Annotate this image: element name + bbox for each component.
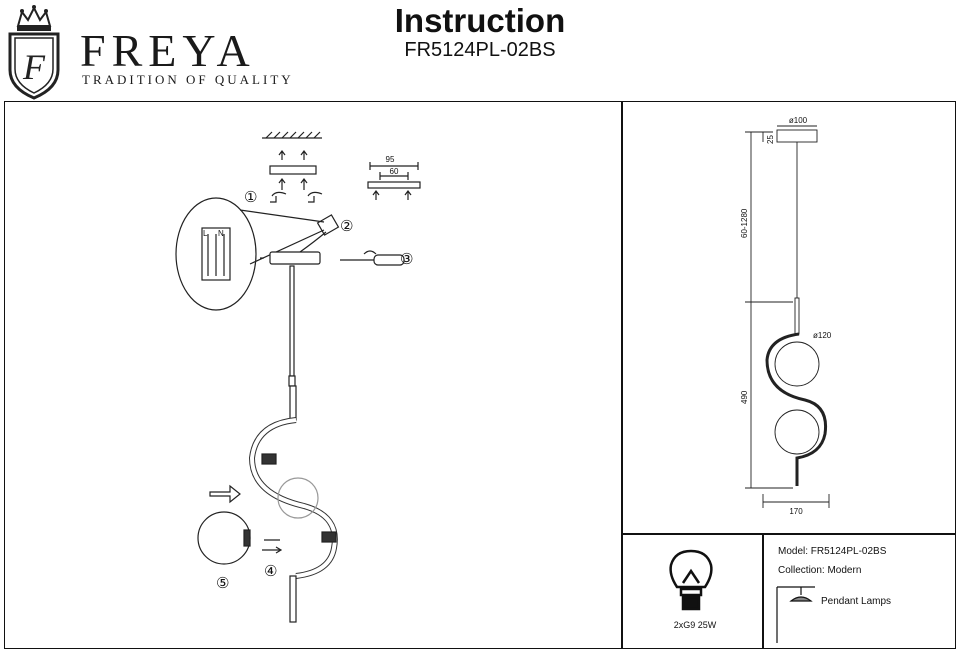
terminal-block-icon: [316, 214, 340, 236]
svg-text:F: F: [22, 47, 46, 87]
bracket-outer-width: 95: [386, 155, 395, 164]
step-5-marker: ⑤: [216, 574, 229, 592]
document-model-code: FR5124PL-02BS: [404, 38, 556, 61]
wiring-zoom-bubble: [175, 197, 257, 311]
screw-arrows: [278, 150, 308, 190]
bulb-icon: [669, 549, 713, 611]
spec-lamp-type: Pendant Lamps: [821, 596, 892, 607]
assembly-diagram: 95 60 ① ② ③ ④ ⑤ L N: [175, 131, 421, 623]
spec-collection: Collection: Modern: [778, 565, 862, 576]
suspension-rod: [289, 265, 295, 377]
canopy: [269, 251, 321, 265]
screwdriver-icon: [340, 250, 405, 266]
lamp-body: [248, 385, 338, 623]
pendant-lamp-icon: [776, 586, 815, 643]
content-frame: [4, 101, 956, 649]
dim-canopy: [776, 129, 818, 143]
step-4-marker: ④: [264, 562, 277, 580]
title-block: Instruction FR5124PL-02BS: [360, 2, 600, 61]
dim-lamp-body: [765, 332, 828, 486]
step-3-marker: ③: [400, 250, 413, 268]
dim-canopy-height: 25: [766, 135, 775, 144]
dim-cord-length: 60-1280: [740, 208, 749, 238]
shade-detail: [197, 484, 283, 565]
mounting-bracket: [269, 165, 317, 175]
brand-name: FREYA: [80, 25, 256, 76]
step-2-marker: ②: [340, 217, 353, 235]
dim-shade-upper: [774, 341, 820, 387]
brand-tagline: TRADITION OF QUALITY: [82, 72, 294, 87]
spec-divider: [762, 533, 764, 649]
bracket-detail: [367, 181, 421, 189]
crest-icon: F: [8, 5, 60, 100]
terminal-label-n: N: [218, 229, 224, 238]
ceiling-hatch: [262, 131, 322, 139]
dim-canopy-diameter: ø100: [789, 116, 808, 125]
dim-shade-lower: [774, 409, 820, 455]
frame-divider-horizontal: [621, 533, 956, 535]
step-1-marker: ①: [244, 188, 257, 206]
dim-shade-diameter: ø120: [813, 331, 832, 340]
brand-logo: F FREYA TRADITION OF QUALITY: [4, 4, 294, 100]
bulb-caption: 2xG9 25W: [673, 620, 717, 630]
frame-divider-vertical: [621, 101, 623, 649]
dim-width: 170: [789, 507, 803, 516]
dim-body-height: 490: [740, 390, 749, 404]
dimension-diagram: ø100 25 60-1280 ø120 490 170: [740, 116, 832, 516]
spec-model: Model: FR5124PL-02BS: [778, 546, 887, 557]
bracket-inner-width: 60: [390, 167, 399, 176]
document-title: Instruction: [394, 2, 566, 39]
terminal-label-l: L: [203, 229, 208, 238]
